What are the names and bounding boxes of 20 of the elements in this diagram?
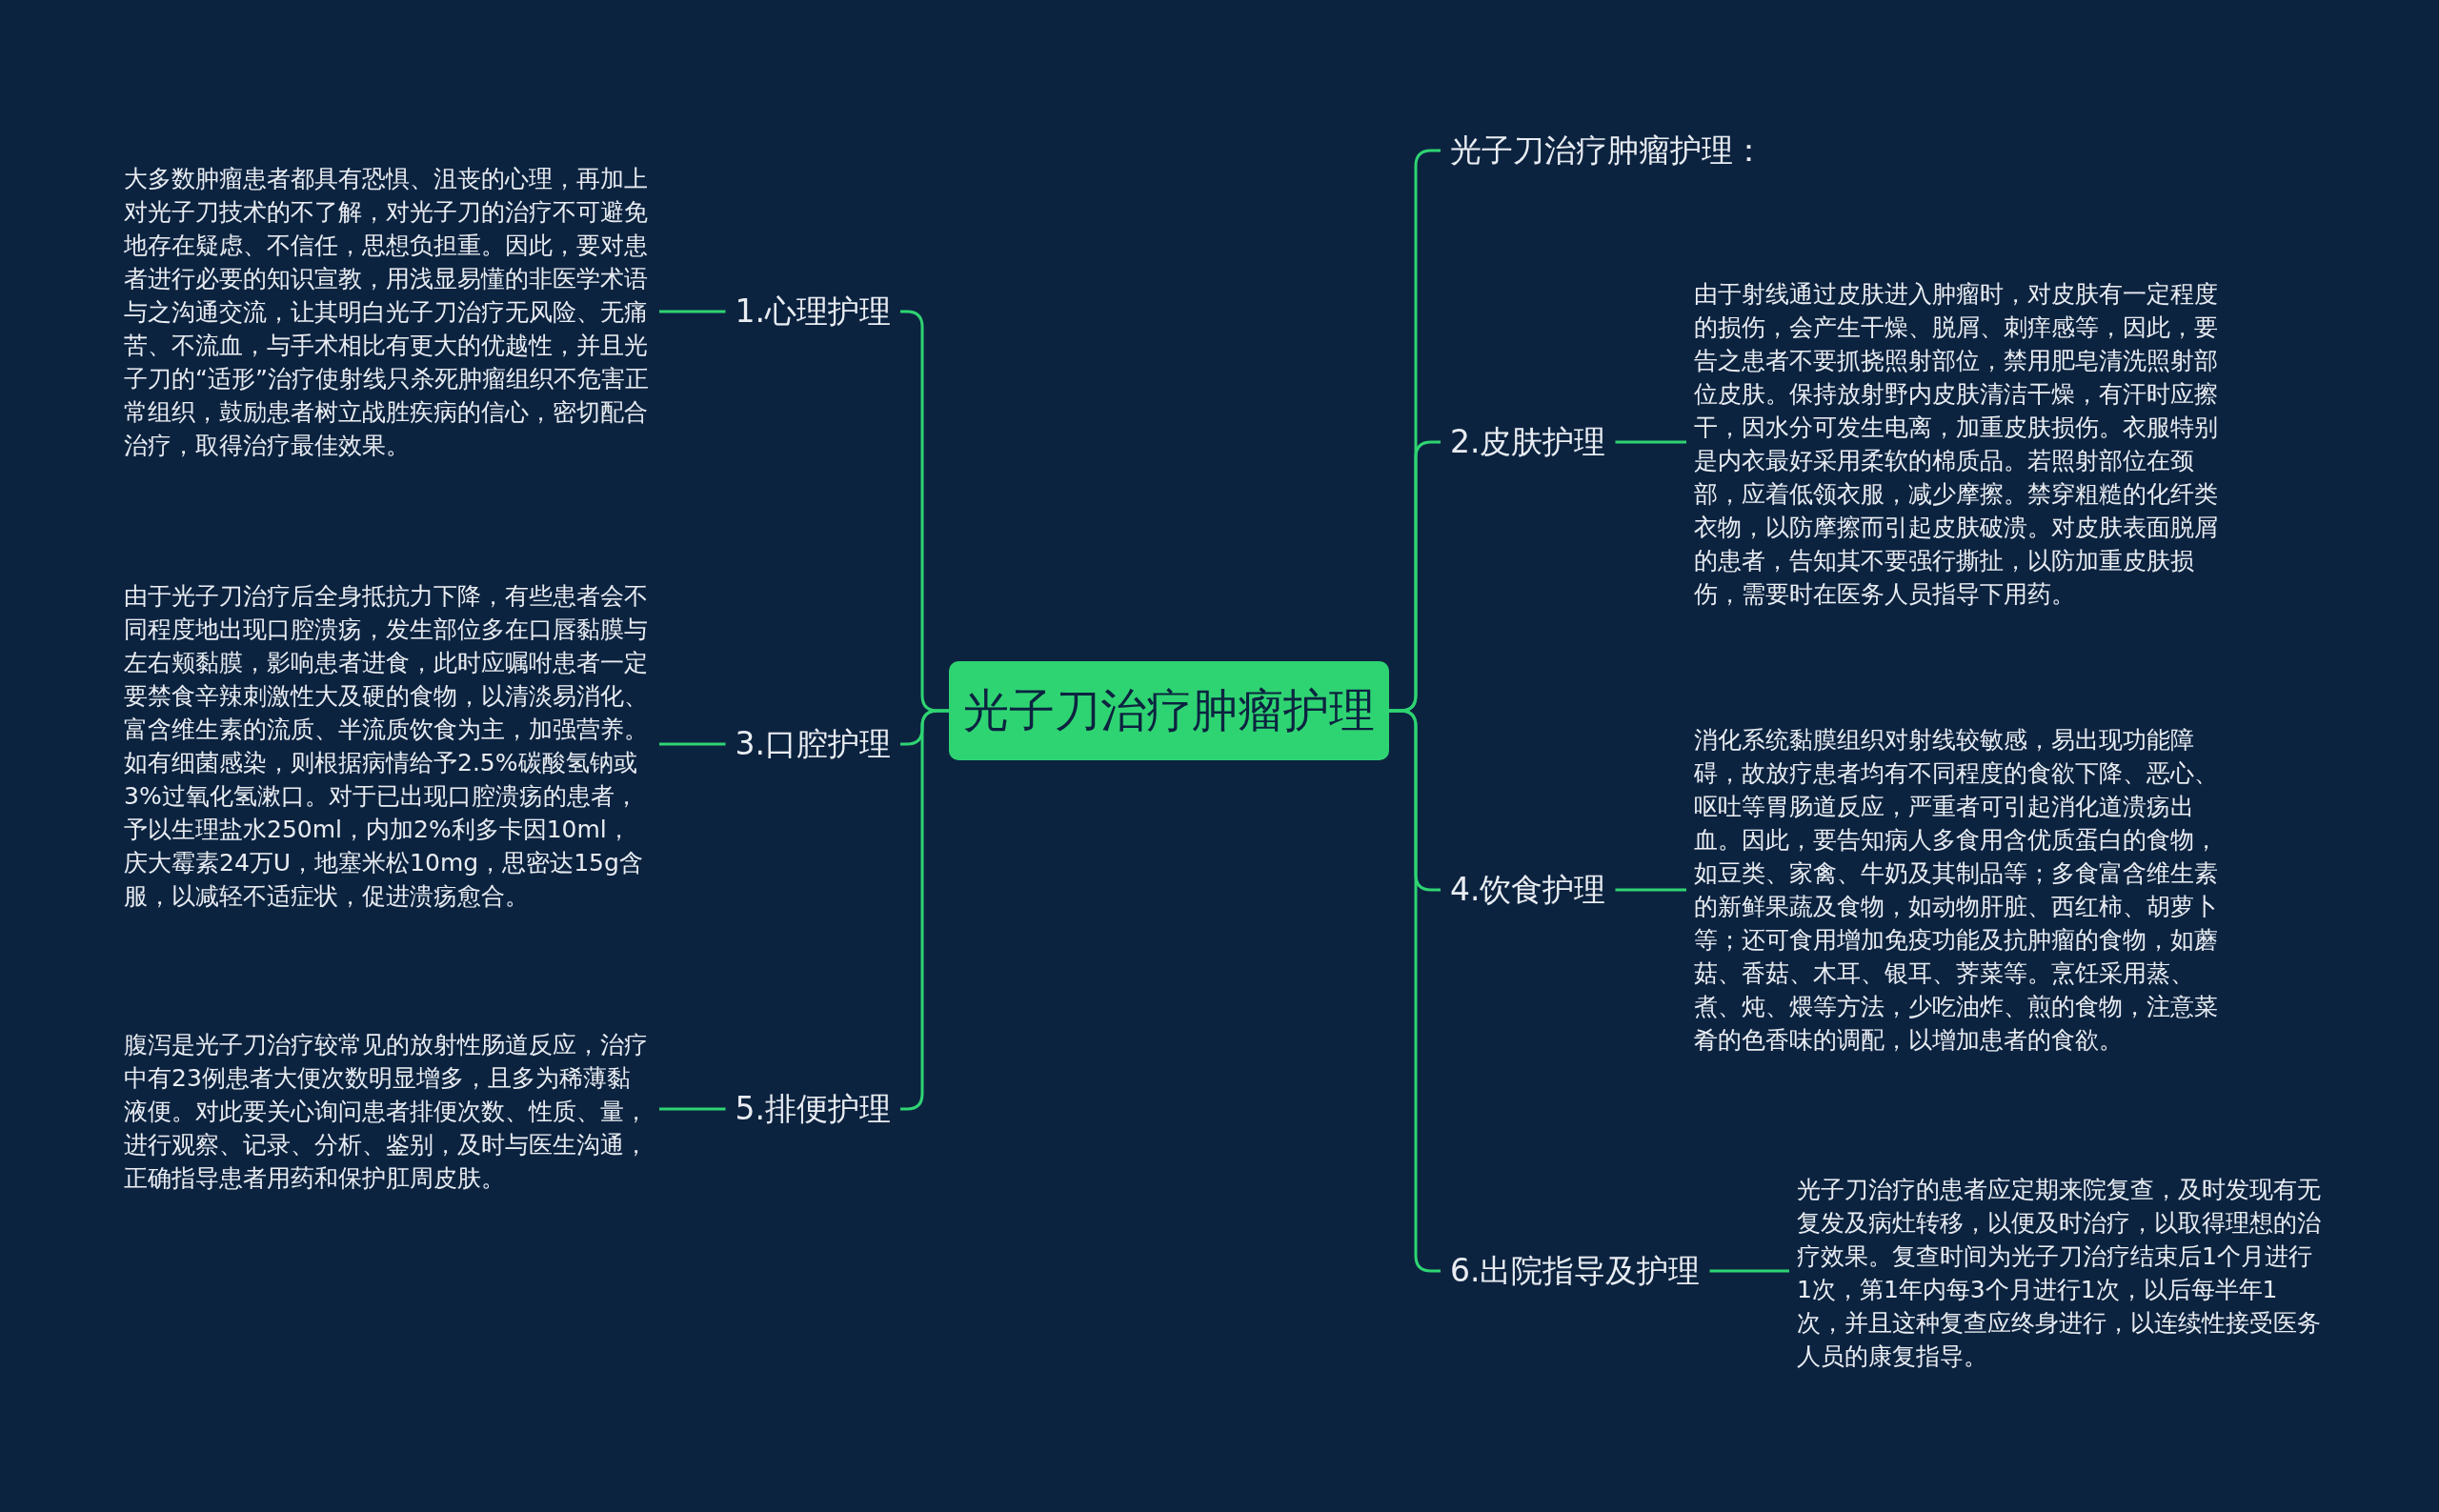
branch-label: 4.饮食护理 [1441, 869, 1616, 911]
branch-label: 6.出院指导及护理 [1441, 1250, 1710, 1292]
branch-label: 光子刀治疗肿瘤护理： [1441, 130, 1774, 171]
note-text: 消化系统黏膜组织对射线较敏感，易出现功能障碍，故放疗患者均有不同程度的食欲下降、恶心、呕吐等胃肠道反应，严重者可引起消化道溃疡出血。因此，要告知病人多食用含优质蛋白的食物，如豆类、家禽、牛奶及其制品等；多食富含维生素的新鲜果蔬及食物，如动物肝脏、西红柿、胡萝卜等；还可食用增加免疫功能及抗肿瘤的食物，如蘑菇、香菇、木耳、银耳、荠菜等。烹饪采用蒸、煮、炖、煨等方法，少吃油炸、煎的食物，注意菜肴的色香味的调配，以增加患者的食欲。 [1686, 723, 2229, 1057]
note-text: 光子刀治疗的患者应定期来院复查，及时发现有无复发及病灶转移，以便及时治疗，以取得理想的治疗效果。复查时间为光子刀治疗结束后1个月进行1次，第1年内每3个月进行1次，以后每半年1次，并且这种复查应终身进行，以连续性接受医务人员的康复指导。 [1789, 1173, 2332, 1373]
central-topic-box: 光子刀治疗肿瘤护理 [949, 661, 1389, 760]
branch-label: 5.排便护理 [725, 1088, 900, 1130]
connector-line [1709, 1269, 1789, 1273]
branch-label: 2.皮肤护理 [1441, 421, 1616, 463]
note-text: 腹泻是光子刀治疗较常见的放射性肠道反应，治疗中有23例患者大便次数明显增多，且多为稀薄黏液便。对此要关心询问患者排便次数、性质、量，进行观察、记录、分析、鉴别，及时与医生沟通，正确指导患者用药和保护肛周皮肤。 [116, 1027, 659, 1195]
branch-label: 3.口腔护理 [725, 723, 900, 765]
connector-line [659, 742, 726, 746]
note-text: 由于光子刀治疗后全身抵抗力下降，有些患者会不同程度地出现口腔溃疡，发生部位多在口唇黏膜与左右颊黏膜，影响患者进食，此时应嘱咐患者一定要禁食辛辣刺激性大及硬的食物，以清淡易消化、富含维生素的流质、半流质饮食为主，加强营养。如有细菌感染，则根据病情给予2.5%碳酸氢钠或3%过氧化氢漱口。对于已出现口腔溃疡的患者，予以生理盐水250ml，内加2%利多卡因10ml，庆大霉素24万U，地塞米松10mg，思密达15g含服，以减轻不适症状，促进溃疡愈合。 [116, 579, 659, 913]
connector-line [1615, 440, 1686, 444]
connector-line [1615, 888, 1686, 892]
connector-line [659, 1107, 726, 1111]
branch-label: 1.心理护理 [725, 291, 900, 333]
note-text: 由于射线通过皮肤进入肿瘤时，对皮肤有一定程度的损伤，会产生干燥、脱屑、刺痒感等，因此，要告之患者不要抓挠照射部位，禁用肥皂清洗照射部位皮肤。保持放射野内皮肤清洁干燥，有汗时应擦干，因水分可发生电离，加重皮肤损伤。衣服特别是内衣最好采用柔软的棉质品。若照射部位在颈部，应着低领衣服，减少摩擦。禁穿粗糙的化纤类衣物，以防摩擦而引起皮肤破溃。对皮肤表面脱屑的患者，告知其不要强行撕扯，以防加重皮肤损伤，需要时在医务人员指导下用药。 [1686, 277, 2229, 611]
note-text: 大多数肿瘤患者都具有恐惧、沮丧的心理，再加上对光子刀技术的不了解，对光子刀的治疗不可避免地存在疑虑、不信任，思想负担重。因此，要对患者进行必要的知识宣教，用浅显易懂的非医学术语与之沟通交流，让其明白光子刀治疗无风险、无痛苦、不流血，与手术相比有更大的优越性，并且光子刀的“适形”治疗使射线只杀死肿瘤组织不危害正常组织，鼓励患者树立战胜疾病的信心，密切配合治疗，取得治疗最佳效果。 [116, 161, 659, 462]
connector-line [659, 310, 726, 313]
